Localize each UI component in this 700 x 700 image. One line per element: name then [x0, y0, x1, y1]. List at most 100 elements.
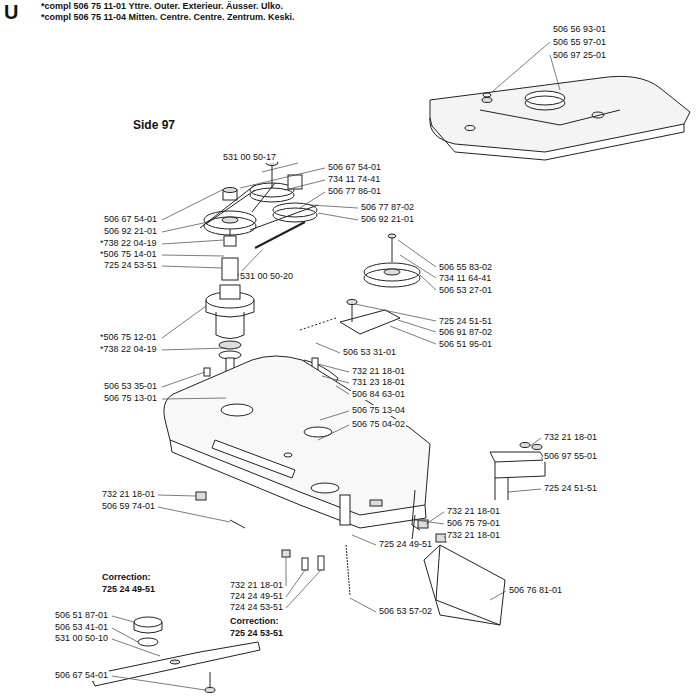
part-number: *506 75 12-01: [99, 332, 158, 343]
cutter-deck: [164, 356, 430, 530]
drawing-stroke: [508, 438, 545, 492]
part-number: *738 22 04-19: [99, 344, 158, 355]
drawing-stroke: [318, 411, 349, 440]
drawing-stroke: [158, 495, 230, 522]
drawing-stroke: [134, 622, 162, 633]
drawing-stroke: [430, 76, 690, 152]
drawing-stroke: [288, 175, 302, 189]
drawing-stroke: [223, 188, 237, 193]
part-number: 506 53 31-01: [342, 347, 397, 358]
drawing-stroke: [112, 616, 160, 656]
drawing-stroke: [222, 217, 238, 223]
drawing-stroke: [170, 660, 180, 664]
drawing-stroke: [170, 440, 426, 528]
drawing-stroke: [592, 112, 604, 118]
drawing-stroke: [525, 96, 565, 110]
drawing-stroke: [520, 443, 530, 448]
part-number: 506 51 87-01: [54, 610, 109, 621]
part-number: 725 24 49-51: [378, 539, 433, 550]
drawing-stroke: [436, 534, 446, 542]
drawing-stroke: [286, 557, 321, 608]
part-number: 506 76 81-01: [508, 585, 563, 596]
part-number: 725 24 51-51: [543, 483, 598, 494]
drawing-stroke: [212, 440, 295, 478]
part-number: 731 23 18-01: [351, 377, 406, 388]
part-number: 506 67 54-01: [327, 162, 382, 173]
drawing-stroke: [508, 478, 509, 500]
drawing-stroke: [340, 495, 350, 525]
drawing-stroke: [300, 318, 336, 330]
part-number: 506 67 54-01: [103, 214, 158, 225]
drawing-stroke: [112, 676, 205, 690]
part-number: 506 59 74-01: [101, 501, 156, 512]
drawing-stroke: [284, 453, 292, 457]
drawing-stroke: [90, 642, 260, 686]
part-number: 506 53 27-01: [438, 285, 493, 296]
drawing-stroke: [196, 492, 206, 500]
part-number: 734 11 74-41: [327, 174, 381, 185]
drawing-stroke: [436, 545, 500, 625]
part-number: 506 84 63-01: [351, 389, 406, 400]
drawing-stroke: [302, 558, 308, 570]
drawing-stroke: [495, 478, 496, 500]
part-number: Correction:: [229, 616, 280, 627]
drawing-stroke: [210, 672, 211, 688]
drawing-stroke: [220, 285, 240, 299]
drawing-stroke: [273, 208, 317, 222]
part-number: 725 24 49-51: [101, 584, 156, 595]
part-number: 506 97 25-01: [552, 50, 607, 61]
part-number: 506 75 13-01: [103, 393, 158, 404]
drawing-stroke: [221, 404, 253, 416]
drawing-stroke: [272, 165, 273, 188]
drawing-stroke: [162, 372, 226, 399]
drawing-stroke: [350, 598, 376, 612]
part-number: 531 00 50-17: [222, 152, 277, 163]
drawing-stroke: [495, 460, 545, 478]
drawing-stroke: [388, 234, 396, 238]
drawing-stroke: [398, 240, 436, 290]
part-number: 734 11 64-41: [438, 273, 492, 284]
part-number: 506 75 79-01: [446, 518, 501, 529]
drawing-stroke: [316, 343, 340, 353]
part-number: 732 21 18-01: [229, 580, 284, 591]
drawing-stroke: [340, 310, 400, 334]
drawing-stroke: [424, 545, 505, 625]
part-number: 732 21 18-01: [351, 366, 406, 377]
part-number: 506 53 35-01: [103, 381, 158, 392]
drawing-stroke: [134, 617, 162, 627]
drawing-stroke: [355, 304, 436, 344]
drawing-stroke: [352, 304, 353, 322]
part-number: 506 67 54-01: [54, 670, 109, 681]
drawing-stroke: [532, 445, 542, 450]
header-text: *compl 506 75 11-04 Mitten. Centre. Cent…: [40, 12, 296, 23]
drawing-stroke: [282, 550, 290, 557]
page-title: Side 97: [133, 118, 175, 132]
deflector-and-bracket: [370, 443, 545, 626]
part-number: *738 22 04-19: [99, 238, 158, 249]
drawing-stroke: [164, 356, 430, 515]
drawing-stroke: [482, 98, 492, 103]
part-number: *506 75 14-01: [99, 249, 158, 260]
drawing-stroke: [490, 591, 506, 600]
drawing-stroke: [492, 42, 560, 92]
part-number: 506 77 87-02: [360, 202, 415, 213]
part-number: Correction:: [101, 572, 152, 583]
drawing-stroke: [311, 483, 339, 493]
drawing-stroke: [364, 269, 420, 287]
drawing-stroke: [162, 306, 226, 350]
drawing-stroke: [138, 638, 158, 646]
drawing-stroke: [346, 545, 350, 595]
drawing-stroke: [250, 188, 294, 202]
drawing-stroke: [370, 500, 382, 506]
part-number: 725 24 53-51: [229, 628, 284, 639]
part-number: 531 00 50-10: [54, 633, 109, 644]
drawing-stroke: [490, 452, 545, 462]
part-number: 506 91 87-02: [438, 327, 493, 338]
part-number: 732 21 18-01: [543, 432, 598, 443]
pulleys-and-belt: [200, 161, 318, 281]
drawing-stroke: [224, 236, 236, 246]
drawing-stroke: [318, 556, 324, 570]
drawing-stroke: [352, 535, 376, 545]
part-number: 506 97 55-01: [543, 451, 598, 462]
drawing-stroke: [384, 269, 400, 275]
